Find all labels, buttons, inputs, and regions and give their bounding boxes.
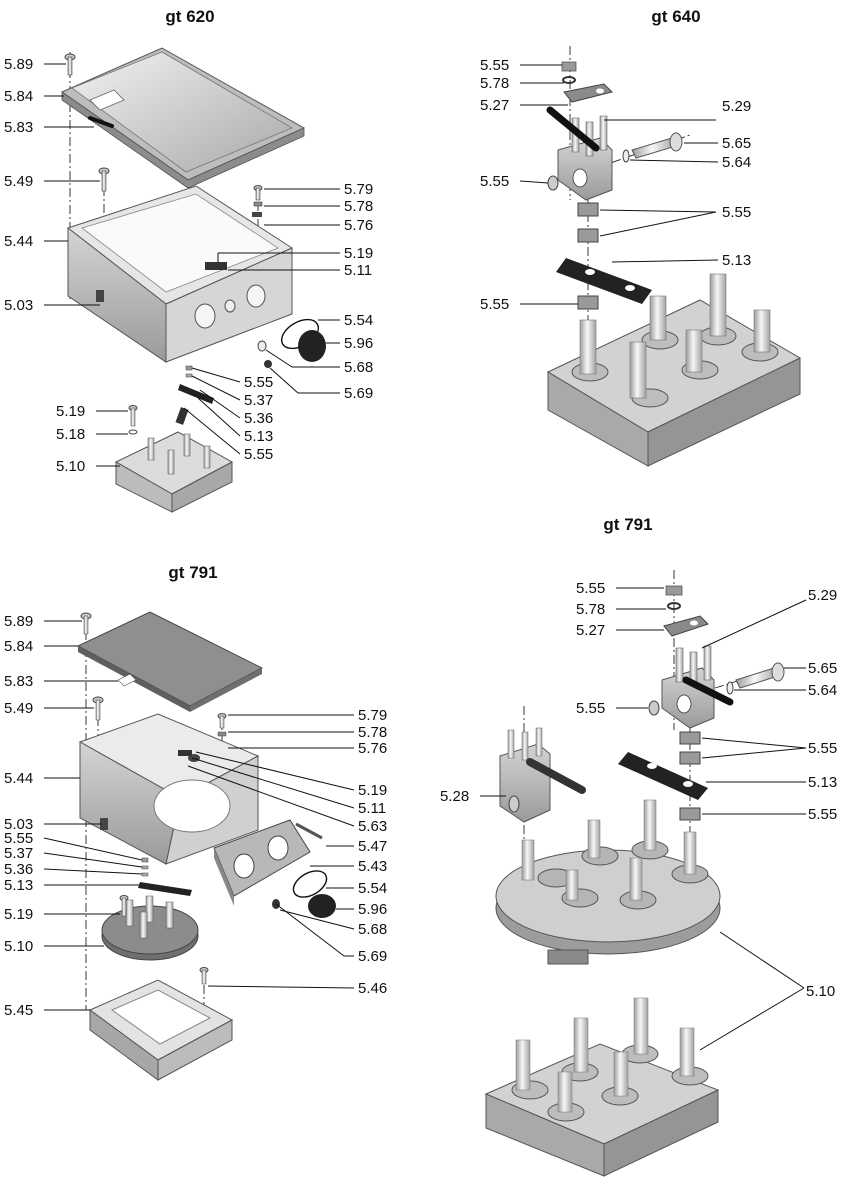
part-label: 5.37 bbox=[244, 392, 273, 409]
part-label: 5.13 bbox=[244, 428, 273, 445]
panel-gt620: gt 620 bbox=[4, 7, 373, 513]
terminal-base bbox=[546, 273, 802, 467]
part-label: 5.79 bbox=[358, 707, 387, 724]
part-label: 5.27 bbox=[576, 622, 605, 639]
part-label: 5.47 bbox=[358, 838, 387, 855]
panel-gt791-right: gt 791 bbox=[440, 515, 837, 1177]
part-label: 5.55 bbox=[808, 806, 837, 823]
part-label: 5.89 bbox=[4, 613, 33, 630]
panel-title: gt 791 bbox=[603, 515, 652, 534]
part-label: 5.79 bbox=[344, 181, 373, 198]
part-label: 5.54 bbox=[358, 880, 387, 897]
part-label: 5.68 bbox=[344, 359, 373, 376]
part-label: 5.19 bbox=[4, 906, 33, 923]
part-label: 5.03 bbox=[4, 816, 33, 833]
part-label: 5.63 bbox=[358, 818, 387, 835]
part-label: 5.19 bbox=[358, 782, 387, 799]
part-label: 5.55 bbox=[480, 173, 509, 190]
terminal-base bbox=[484, 997, 720, 1177]
part-label: 5.44 bbox=[4, 770, 33, 787]
enclosure-lid bbox=[60, 47, 306, 189]
part-label: 5.44 bbox=[4, 233, 33, 250]
part-label: 5.84 bbox=[4, 638, 33, 655]
part-label: 5.89 bbox=[4, 56, 33, 73]
part-label: 5.49 bbox=[4, 173, 33, 190]
panel-title: gt 791 bbox=[168, 563, 217, 582]
part-label: 5.28 bbox=[440, 788, 469, 805]
round-terminal-base bbox=[495, 799, 721, 965]
part-label: 5.64 bbox=[808, 682, 837, 699]
part-label: 5.36 bbox=[244, 410, 273, 427]
part-label: 5.45 bbox=[4, 1002, 33, 1019]
part-label: 5.10 bbox=[4, 938, 33, 955]
part-label: 5.78 bbox=[480, 75, 509, 92]
part-label: 5.55 bbox=[576, 700, 605, 717]
part-label: 5.36 bbox=[4, 861, 33, 878]
part-label: 5.76 bbox=[344, 217, 373, 234]
panel-title: gt 640 bbox=[651, 7, 700, 26]
part-label: 5.78 bbox=[576, 601, 605, 618]
part-label: 5.11 bbox=[344, 262, 372, 279]
part-label: 5.78 bbox=[344, 198, 373, 215]
cable-entry-plate bbox=[213, 819, 323, 906]
part-label: 5.13 bbox=[722, 252, 751, 269]
part-label: 5.55 bbox=[4, 830, 33, 847]
screw-icon bbox=[64, 53, 263, 217]
part-label: 5.68 bbox=[358, 921, 387, 938]
part-label: 5.03 bbox=[4, 297, 33, 314]
bracket-assembly bbox=[546, 106, 613, 201]
part-label: 5.76 bbox=[358, 740, 387, 757]
bracket-assembly bbox=[648, 645, 734, 729]
part-label: 5.55 bbox=[244, 446, 273, 463]
terminal-block bbox=[114, 405, 234, 513]
part-label: 5.65 bbox=[722, 135, 751, 152]
part-label: 5.18 bbox=[56, 426, 85, 443]
part-label: 5.46 bbox=[358, 980, 387, 997]
part-label: 5.55 bbox=[808, 740, 837, 757]
part-label: 5.78 bbox=[358, 724, 387, 741]
part-label: 5.37 bbox=[4, 845, 33, 862]
part-label: 5.55 bbox=[244, 374, 273, 391]
part-label: 5.69 bbox=[344, 385, 373, 402]
round-terminal-base bbox=[101, 895, 199, 961]
part-label: 5.13 bbox=[4, 877, 33, 894]
part-label: 5.13 bbox=[808, 774, 837, 791]
panel-gt791-left: gt 791 bbox=[4, 563, 387, 1081]
part-label: 5.84 bbox=[4, 88, 33, 105]
part-label: 5.55 bbox=[722, 204, 751, 221]
part-label: 5.96 bbox=[344, 335, 373, 352]
part-label: 5.29 bbox=[808, 587, 837, 604]
part-label: 5.49 bbox=[4, 700, 33, 717]
part-label: 5.65 bbox=[808, 660, 837, 677]
part-label: 5.10 bbox=[56, 458, 85, 475]
part-label: 5.64 bbox=[722, 154, 751, 171]
part-label: 5.96 bbox=[358, 901, 387, 918]
panel-title: gt 620 bbox=[165, 7, 214, 26]
part-label: 5.55 bbox=[480, 57, 509, 74]
part-label: 5.10 bbox=[806, 983, 835, 1000]
part-label: 5.83 bbox=[4, 119, 33, 136]
side-bracket bbox=[499, 727, 586, 823]
panel-gt640: gt 640 bbox=[480, 7, 802, 467]
part-label: 5.19 bbox=[344, 245, 373, 262]
base-frame bbox=[89, 967, 234, 1081]
part-label: 5.54 bbox=[344, 312, 373, 329]
part-label: 5.83 bbox=[4, 673, 33, 690]
part-label: 5.11 bbox=[358, 800, 386, 817]
part-label: 5.55 bbox=[576, 580, 605, 597]
part-label: 5.55 bbox=[480, 296, 509, 313]
part-label: 5.19 bbox=[56, 403, 85, 420]
part-label: 5.29 bbox=[722, 98, 751, 115]
part-label: 5.27 bbox=[480, 97, 509, 114]
enclosure-box bbox=[66, 185, 294, 363]
part-label: 5.69 bbox=[358, 948, 387, 965]
part-label: 5.43 bbox=[358, 858, 387, 875]
